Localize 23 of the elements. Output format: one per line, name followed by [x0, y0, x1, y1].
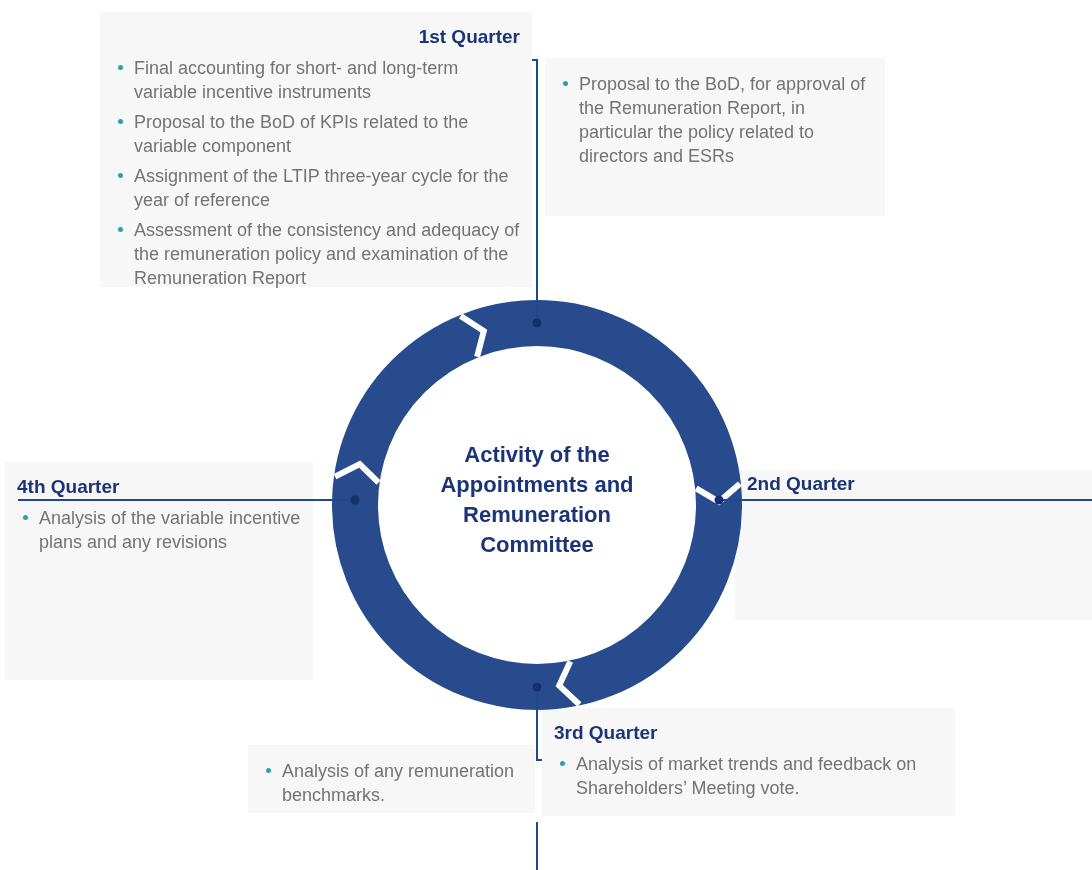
quarter-heading: 3rd Quarter — [554, 722, 659, 744]
bullet-text: Analysis of any remuneration benchmarks. — [260, 759, 523, 807]
connector-line — [312, 495, 360, 505]
text-panel — [542, 708, 955, 816]
bullet-text: Assignment of the LTIP three-year cycle for the year of reference — [112, 164, 520, 212]
text-panel — [5, 462, 313, 680]
connector-line — [532, 682, 543, 761]
text-panel — [100, 12, 532, 287]
text-panel — [545, 58, 885, 216]
connector-line — [714, 495, 736, 505]
bullet-text: Analysis of the variable incentive plans and any revisions — [17, 506, 301, 554]
bullet-text: Final accounting for short- and long-term variable incentive instruments — [112, 56, 520, 104]
text-panel — [735, 470, 1092, 620]
quarter-heading: 1st Quarter — [417, 26, 520, 48]
text-panel — [248, 745, 535, 813]
quarter-heading: 4th Quarter — [17, 476, 121, 498]
center-title: Activity of the Appointments and Remuneration Committee — [439, 441, 635, 559]
connector-line — [531, 59, 542, 328]
bullet-text: Analysis of market trends and feedback on Shareholders’ Meeting vote. — [554, 752, 943, 800]
bullet-text: Proposal to the BoD, for approval of the Remuneration Report, in particular the policy related to directors and ESRs — [557, 72, 873, 168]
bullet-text: Proposal to the BoD of KPIs related to the variable component — [112, 110, 520, 158]
quarter-heading: 2nd Quarter — [747, 473, 856, 495]
bullet-text: Assessment of the consistency and adequacy of the remuneration policy and examination of the Remuneration Report — [112, 218, 520, 290]
